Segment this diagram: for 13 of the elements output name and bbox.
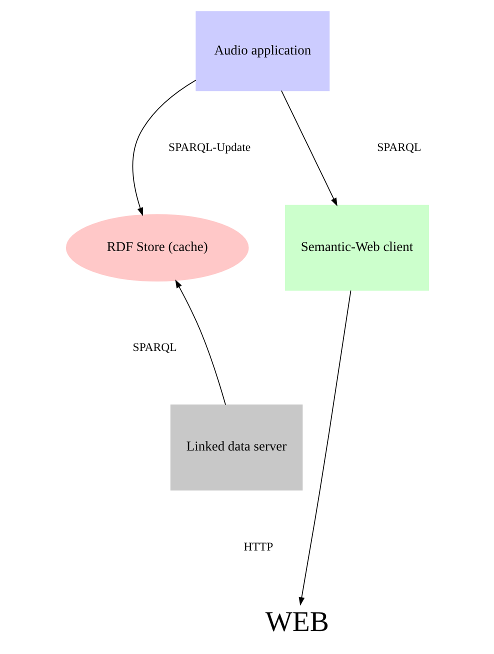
label: HTTP — [243, 539, 273, 554]
node-ellipse: RDF Store (cache) — [65, 214, 248, 282]
arrow — [298, 290, 351, 606]
arrow — [174, 280, 226, 406]
node-box: Semantic-Web client — [284, 204, 429, 291]
label: SPARQL — [132, 340, 176, 354]
node-box: Linked data server — [170, 404, 302, 490]
label: SPARQL-Update — [168, 140, 250, 154]
node-box: Audio application — [195, 11, 330, 92]
arrow — [132, 80, 196, 216]
label: SPARQL — [376, 140, 421, 154]
node-text: WEB — [264, 606, 329, 638]
arrow — [280, 90, 337, 206]
